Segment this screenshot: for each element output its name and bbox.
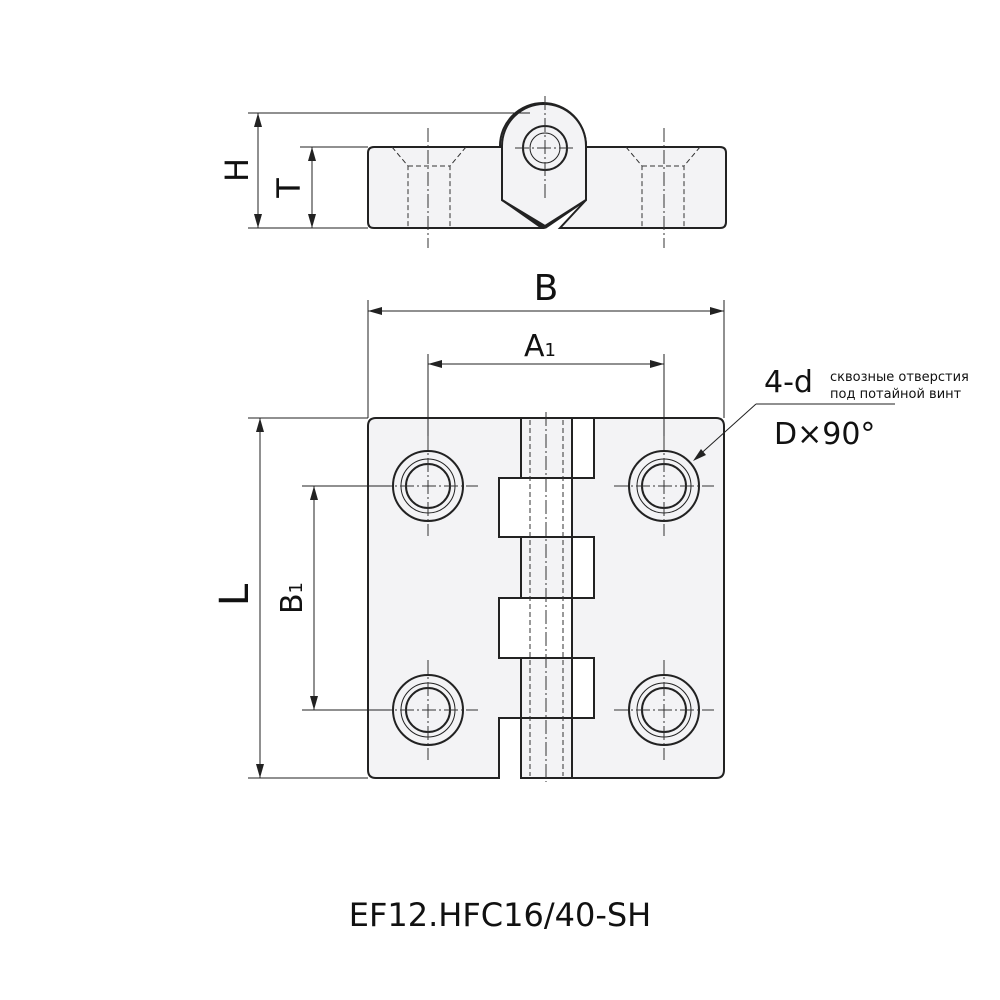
hole-top-left	[378, 436, 478, 536]
dimension-t: T	[270, 146, 368, 228]
label-b1-sub: 1	[286, 582, 307, 593]
label-hole-note-1: сквозные отверстия	[830, 370, 969, 385]
label-t: T	[270, 178, 308, 199]
label-hole-count: 4-d	[764, 365, 813, 400]
hole-bottom-right	[614, 660, 714, 760]
label-countersink: D×90°	[774, 417, 875, 452]
side-hidden-holes	[391, 146, 701, 228]
label-b: B	[534, 268, 559, 309]
label-h: H	[218, 158, 256, 182]
dimension-a1: A1	[427, 329, 665, 436]
front-view: B A1 L B1	[212, 268, 969, 782]
left-leaf-side	[367, 146, 546, 229]
label-b1: B1	[275, 582, 310, 614]
label-hole-note-2: под потайной винт	[830, 387, 962, 402]
part-number: EF12.HFC16/40-SH	[349, 896, 651, 934]
label-b1-main: B	[275, 593, 310, 614]
dimension-b: B	[367, 268, 725, 418]
label-l: L	[212, 583, 258, 606]
dimension-h: H	[218, 112, 530, 229]
knuckle-v-left	[501, 199, 546, 229]
knuckle-v-right	[544, 199, 587, 229]
label-a1: A1	[524, 329, 556, 364]
hole-callout: 4-d сквозные отверстия под потайной винт…	[693, 365, 969, 461]
label-a1-main: A	[524, 329, 545, 364]
side-view: H T	[218, 96, 727, 248]
hole-bottom-left	[378, 660, 478, 760]
label-a1-sub: 1	[545, 340, 556, 361]
knuckle-body	[501, 103, 587, 228]
right-leaf-front	[520, 417, 725, 779]
dimension-b1: B1	[275, 485, 390, 711]
hole-top-right	[614, 436, 714, 536]
dimension-l: L	[212, 417, 368, 779]
